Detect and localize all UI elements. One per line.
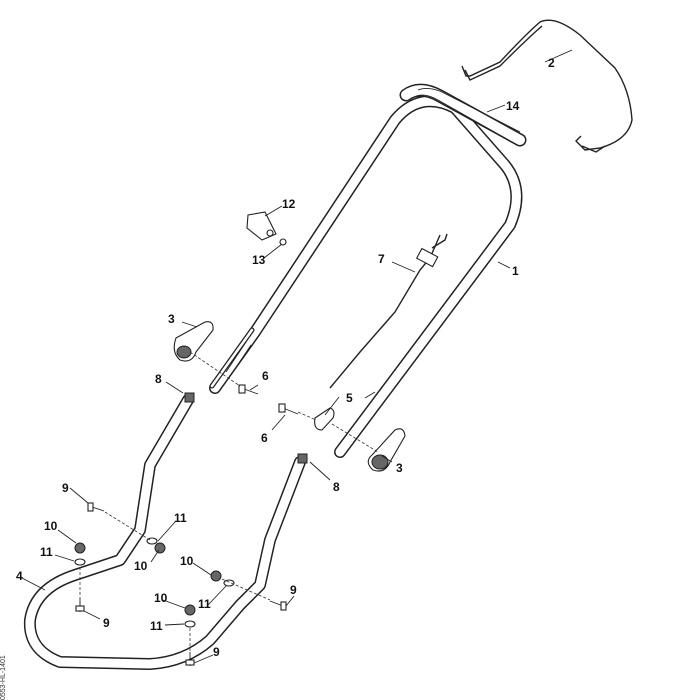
lower-handle [23, 394, 306, 670]
tube-plug [297, 453, 308, 464]
label-part-6: 6 [261, 431, 268, 445]
label-part-10: 10 [180, 554, 194, 568]
carriage-bolt [278, 403, 299, 415]
washer [184, 620, 196, 628]
label-part-9: 9 [103, 616, 110, 630]
figure-reference-code: 0553-HL-1401 [0, 655, 7, 700]
label-part-5: 5 [346, 391, 353, 405]
lock-nut [74, 542, 86, 554]
label-part-8: 8 [333, 480, 340, 494]
washer [74, 558, 86, 566]
guide-screw [279, 238, 287, 246]
assembly-lines [79, 351, 379, 652]
label-part-11: 11 [150, 619, 163, 633]
leader-lines [21, 49, 573, 664]
cable-guide [246, 211, 277, 241]
handle-grip [399, 83, 527, 147]
tube-plug [184, 392, 195, 403]
upper-handle [209, 95, 523, 458]
bolt [75, 598, 85, 612]
label-part-9: 9 [62, 481, 69, 495]
label-part-13: 13 [252, 253, 266, 267]
control-cable [329, 233, 448, 389]
label-part-14: 14 [506, 99, 520, 113]
label-part-4: 4 [16, 569, 23, 583]
label-part-10: 10 [44, 519, 58, 533]
bolt [87, 502, 105, 512]
cable-clip [314, 407, 335, 431]
label-part-3: 3 [396, 461, 403, 475]
label-part-3: 3 [168, 312, 175, 326]
handle-knob-right [367, 428, 406, 472]
handle-knob-left [173, 321, 214, 362]
label-part-1: 1 [512, 264, 519, 278]
part-labels: 2 1 14 3 3 4 5 6 6 7 8 8 9 9 9 9 10 10 1… [16, 56, 555, 659]
label-part-11: 11 [40, 545, 53, 559]
label-part-7: 7 [378, 252, 385, 266]
label-part-2: 2 [548, 56, 555, 70]
label-part-9: 9 [213, 645, 220, 659]
bolt [185, 652, 195, 666]
lock-nut [210, 570, 222, 582]
washer [223, 579, 235, 587]
lock-nut [184, 604, 196, 616]
carriage-bolt [238, 384, 259, 395]
label-part-11: 11 [198, 597, 211, 611]
control-bail [461, 19, 633, 153]
label-part-8: 8 [155, 372, 162, 386]
label-part-9: 9 [290, 583, 297, 597]
lock-nut [154, 542, 166, 554]
label-part-6: 6 [262, 369, 269, 383]
bolt [269, 600, 287, 611]
label-part-10: 10 [134, 559, 148, 573]
label-part-11: 11 [174, 511, 187, 525]
label-part-10: 10 [154, 591, 168, 605]
label-part-12: 12 [282, 197, 296, 211]
